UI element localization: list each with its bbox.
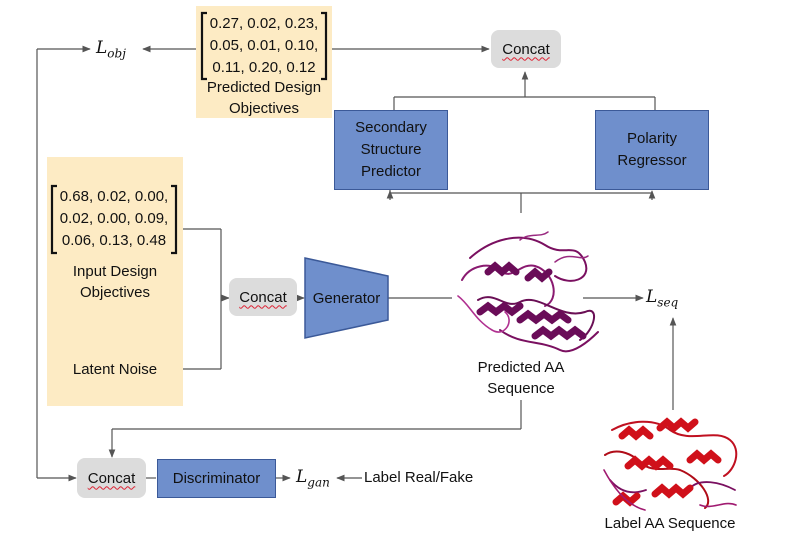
matrix-row: 0.05, 0.01, 0.10,	[209, 37, 319, 54]
concat-mid-node: Concat	[229, 278, 297, 316]
output-objectives-panel	[196, 6, 332, 118]
matrix-row: 0.11, 0.20, 0.12	[212, 59, 316, 76]
loss-gan: Lgan	[296, 467, 330, 490]
predicted-objectives-label: Predicted Design Objectives	[206, 79, 322, 117]
concat-bottom-node: Concat	[77, 458, 146, 498]
input-objectives-label: Input Design Objectives	[72, 263, 158, 301]
input-objectives-matrix: 0.68, 0.02, 0.00, 0.02, 0.00, 0.09, 0.06…	[54, 186, 174, 252]
predicted-objectives-matrix: 0.27, 0.02, 0.23, 0.05, 0.01, 0.10, 0.11…	[204, 13, 324, 79]
loss-seq: Lseq	[646, 287, 679, 310]
matrix-row: 0.68, 0.02, 0.00,	[59, 188, 169, 205]
matrix-row: 0.02, 0.00, 0.09,	[59, 210, 169, 227]
matrix-row: 0.27, 0.02, 0.23,	[209, 15, 319, 32]
concat-top-node: Concat	[491, 30, 561, 68]
matrix-row: 0.06, 0.13, 0.48	[61, 232, 167, 249]
input-panel	[47, 157, 183, 406]
polarity-regressor-node: Polarity Regressor	[595, 110, 709, 190]
discriminator-node: Discriminator	[157, 459, 276, 498]
generator-shape	[304, 257, 389, 339]
loss-obj: Lobj	[96, 38, 126, 61]
label-sequence-label: Label AA Sequence	[604, 515, 736, 532]
predicted-sequence-label: Predicted AA Sequence	[477, 359, 565, 397]
generator-label: Generator	[312, 290, 381, 307]
latent-noise-label: Latent Noise	[72, 361, 158, 378]
real-fake-label: Label Real/Fake	[364, 469, 474, 486]
label-protein-structure	[603, 417, 738, 511]
predicted-protein-structure	[457, 231, 599, 353]
secondary-structure-predictor-node: Secondary Structure Predictor	[334, 110, 448, 190]
